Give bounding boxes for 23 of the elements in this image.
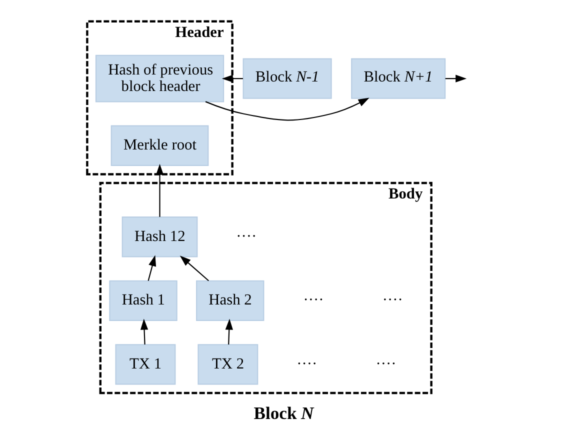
arrow — [221, 74, 242, 82]
node-box: Hash 1 — [108, 280, 177, 321]
node-box: TX 1 — [114, 344, 176, 385]
node-box: Block N+1 — [350, 58, 446, 99]
arrow — [444, 74, 466, 82]
label: ···· — [302, 292, 324, 309]
node-box: Block N-1 — [242, 58, 332, 99]
label: ···· — [236, 228, 256, 245]
arrow — [224, 318, 232, 345]
arrow — [204, 98, 369, 121]
label: ···· — [375, 356, 396, 372]
arrow — [155, 164, 164, 217]
node-box: TX 2 — [197, 344, 258, 385]
label: ···· — [382, 292, 402, 309]
diagram-title: Block N — [253, 403, 314, 424]
arrow — [140, 318, 148, 345]
arrow — [147, 255, 156, 281]
node-box: Hash of previous block header — [94, 54, 224, 102]
node-box: Hash 2 — [196, 280, 264, 321]
node-box: Hash 12 — [121, 216, 198, 258]
label: ···· — [296, 356, 317, 372]
node-box: Merkle root — [110, 125, 208, 166]
arrow — [179, 256, 208, 282]
